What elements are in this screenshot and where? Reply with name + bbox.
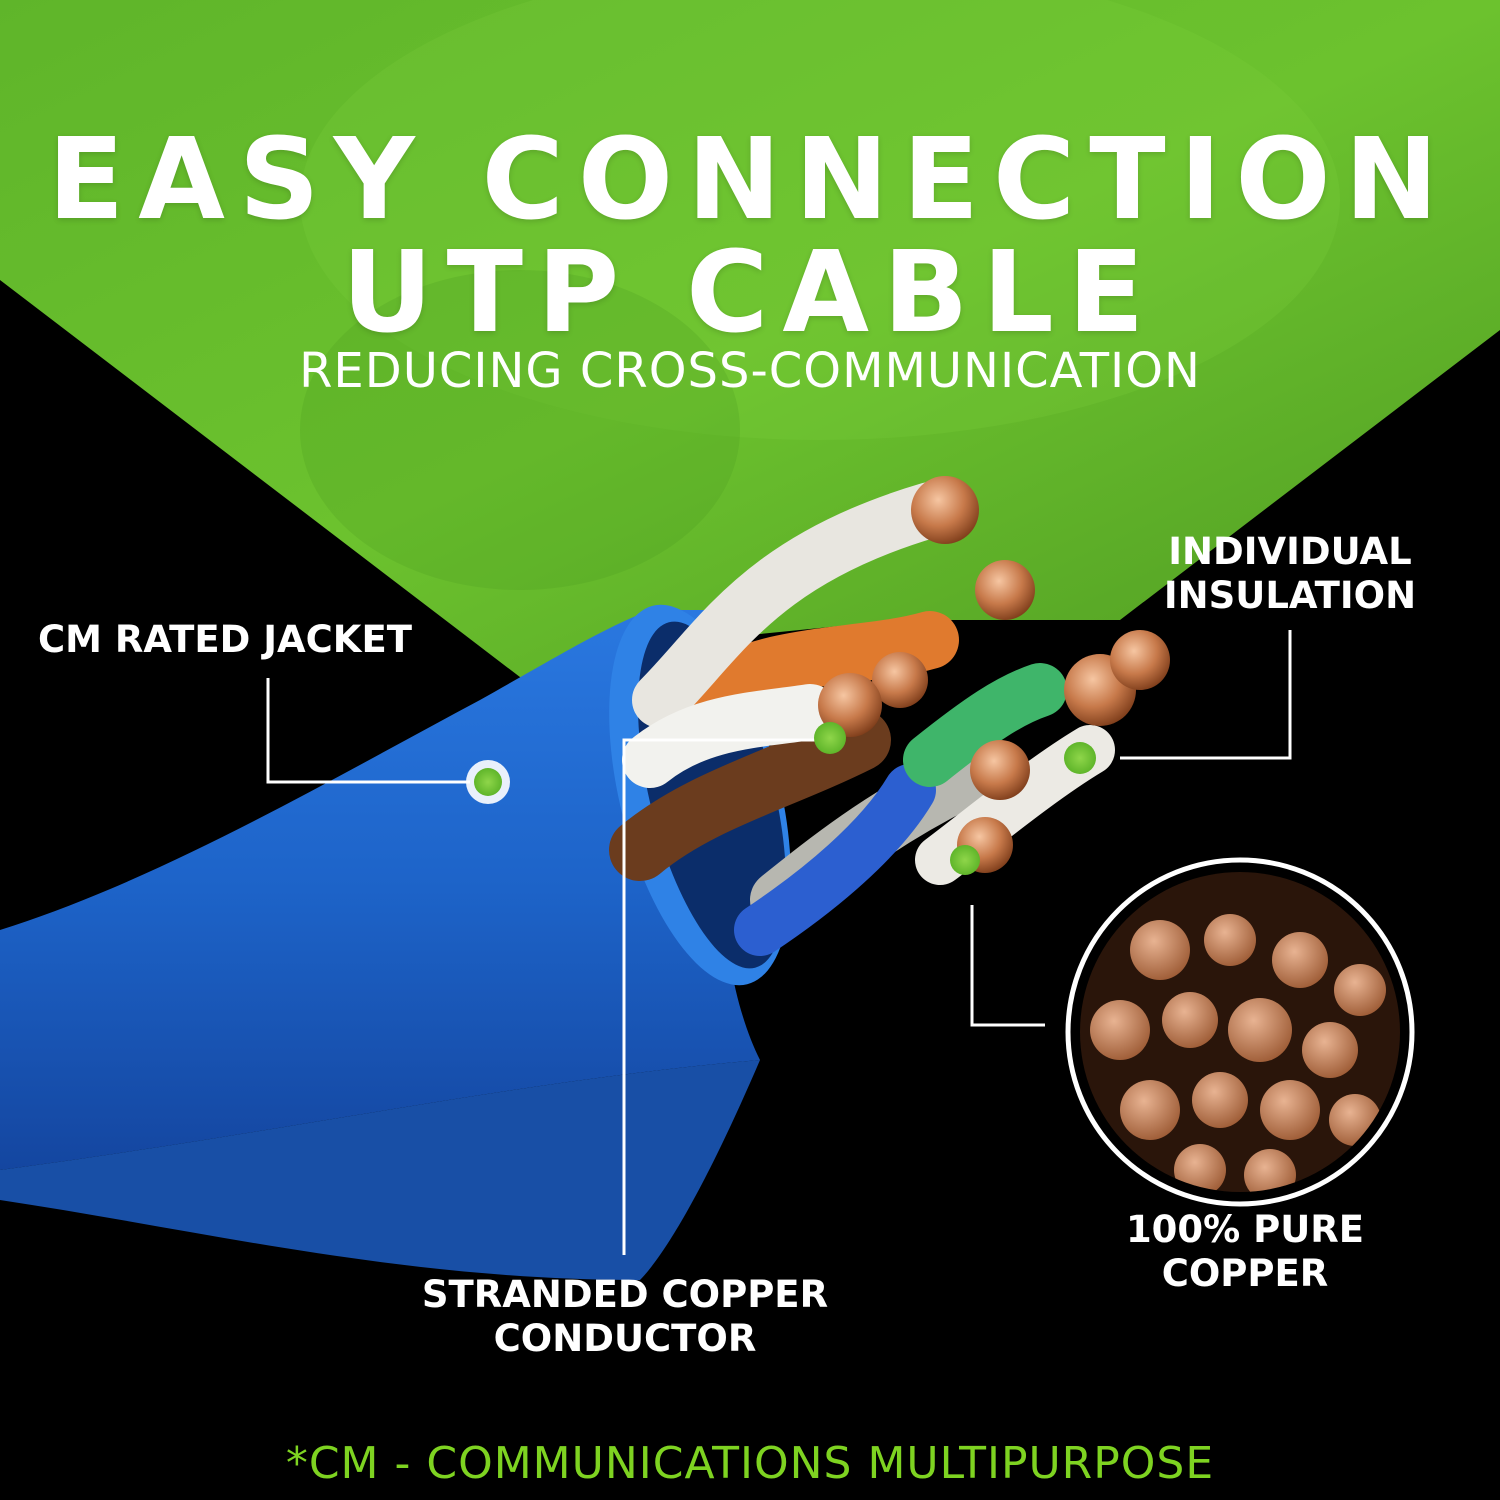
brown-wire — [609, 709, 891, 881]
blue-wire — [734, 764, 936, 956]
copper-strand-bundles — [818, 476, 1170, 873]
conductor-label-line2: CONDUCTOR — [493, 1317, 757, 1360]
orange-wire — [671, 611, 959, 729]
green-wire — [903, 663, 1067, 787]
green-background — [0, 0, 1500, 700]
headline-line1: EASY CONNECTION — [47, 115, 1453, 245]
headline-line2: UTP CABLE — [341, 228, 1159, 358]
jacket-label: CM RATED JACKET — [38, 618, 412, 661]
callout-dots — [466, 722, 1096, 875]
copper-label: 100% PURE COPPER — [1090, 1208, 1400, 1296]
insulation-label: INDIVIDUAL INSULATION — [1130, 530, 1450, 618]
cable-jacket — [0, 610, 760, 1170]
conductor-label: STRANDED COPPER CONDUCTOR — [380, 1273, 870, 1361]
insulation-label-line2: INSULATION — [1163, 574, 1417, 617]
headline-subtitle: REDUCING CROSS-COMMUNICATION — [299, 343, 1201, 399]
insulation-label-line1: INDIVIDUAL — [1168, 530, 1412, 573]
copper-label-line1: 100% PURE — [1125, 1208, 1365, 1251]
copper-closeup — [1065, 857, 1415, 1207]
copper-label-line2: COPPER — [1161, 1252, 1329, 1295]
conductor-label-line1: STRANDED COPPER — [421, 1273, 829, 1316]
footnote: *CM - COMMUNICATIONS MULTIPURPOSE — [285, 1438, 1215, 1489]
white-wire-mid — [622, 684, 838, 788]
white-wire-top — [632, 482, 958, 728]
callout-lines — [266, 630, 1292, 1255]
